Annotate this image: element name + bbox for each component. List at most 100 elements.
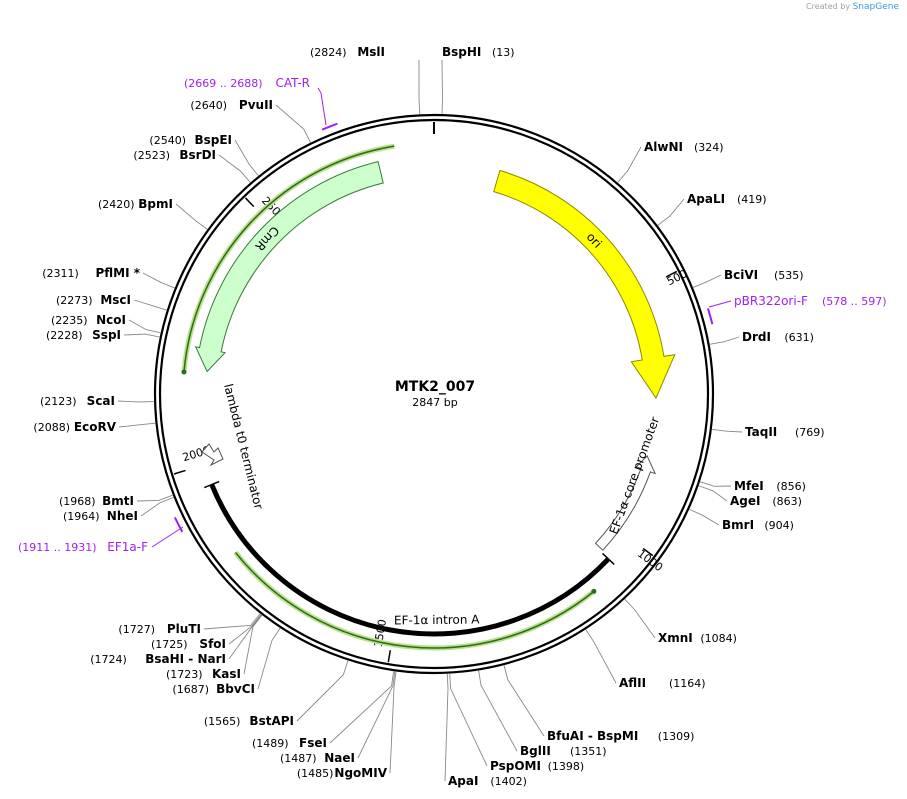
- site-fsei[interactable]: FseI(1489): [252, 671, 395, 750]
- site-naei[interactable]: NaeI(1487): [280, 671, 396, 765]
- site-pflmi-[interactable]: PflMI * (2311): [42, 266, 175, 289]
- site-name: NheI: [107, 509, 138, 523]
- primer-leader: [317, 87, 327, 126]
- site-position: (1398): [548, 760, 585, 773]
- site-bcivi[interactable]: BciVI(535): [692, 268, 804, 288]
- site-bmti[interactable]: BmtI(1968): [59, 494, 174, 508]
- site-sfoi[interactable]: SfoI(1725): [151, 613, 262, 651]
- primer-name: CAT-R: [275, 76, 310, 90]
- site-position: (1164): [669, 677, 706, 690]
- site-leader: [698, 485, 728, 502]
- site-leader: [709, 336, 740, 345]
- site-bfuai-bspmi[interactable]: BfuAI - BspMI (1309): [503, 664, 695, 743]
- site-position: (2235): [51, 314, 88, 327]
- site-name: SfoI: [199, 637, 226, 651]
- site-agei[interactable]: AgeI(863): [698, 485, 802, 508]
- site-leader: [234, 139, 259, 177]
- site-name: PluTI: [167, 622, 201, 636]
- site-position: (2640): [190, 99, 227, 112]
- site-kasi[interactable]: KasI(1723): [166, 614, 263, 681]
- site-position: (2311): [42, 267, 79, 280]
- site-name: NaeI: [324, 751, 355, 765]
- site-xmni[interactable]: XmnI(1084): [624, 598, 737, 645]
- site-position: (324): [694, 141, 724, 154]
- site-position: (1723): [166, 668, 203, 681]
- primer-ef1a-f[interactable]: EF1a-F(1911 .. 1931): [18, 516, 184, 554]
- site-name: MscI: [100, 293, 131, 307]
- site-bsrdi[interactable]: BsrDI(2523): [133, 148, 251, 183]
- site-name: BsrDI: [179, 148, 216, 162]
- site-name: PflMI *: [95, 266, 140, 280]
- site-name: SspI: [92, 328, 121, 342]
- ori-arrow[interactable]: [493, 169, 676, 400]
- primer-leader: [708, 300, 732, 308]
- site-name: BpmI: [138, 197, 173, 211]
- cmr-orf-arrowhead: [181, 369, 187, 375]
- site-leader: [133, 299, 167, 311]
- site-apai[interactable]: ApaI(1402): [444, 673, 527, 788]
- site-leader: [692, 274, 722, 288]
- feature-terminator[interactable]: lambda t0 terminator: [201, 382, 266, 511]
- site-ecorv[interactable]: EcoRV(2088): [33, 420, 156, 434]
- primer-cat-r[interactable]: CAT-R(2669 .. 2688): [184, 76, 338, 131]
- site-leader: [203, 613, 261, 630]
- site-position: (856): [776, 480, 806, 493]
- site-name: NgoMIV: [334, 766, 387, 780]
- primer-pbr322ori-f[interactable]: pBR322ori-F(578 .. 597): [706, 294, 887, 325]
- site-mfei[interactable]: MfeI (856): [699, 479, 806, 493]
- feature-promoter[interactable]: EF-1α core promoter: [594, 415, 662, 551]
- site-msci[interactable]: MscI (2273): [56, 293, 167, 311]
- site-position: (2273): [56, 294, 93, 307]
- site-name: MfeI: [734, 479, 764, 493]
- site-bstapi[interactable]: BstAPI(1565): [204, 660, 349, 728]
- tick-mark: [173, 469, 186, 475]
- plasmid-name: MTK2_007: [395, 379, 475, 395]
- site-position: (1309): [658, 730, 695, 743]
- cmr-arrow[interactable]: [194, 161, 384, 373]
- site-aflii[interactable]: AflII (1164): [585, 629, 706, 690]
- site-bsahi-nari[interactable]: BsaHI - NarI(1724): [90, 614, 262, 666]
- site-nhei[interactable]: NheI(1964): [63, 496, 174, 523]
- site-leader: [296, 660, 349, 722]
- site-scai[interactable]: ScaI(2123): [40, 394, 155, 408]
- site-sspi[interactable]: SspI(2228): [46, 328, 160, 342]
- site-pvuii[interactable]: PvuII(2640): [190, 98, 311, 143]
- promoter-label: EF-1α core promoter: [607, 415, 662, 536]
- site-ngomiv[interactable]: NgoMIV(1485): [297, 671, 397, 780]
- intron-start-cap: [602, 552, 615, 565]
- feature-ori[interactable]: ori: [493, 169, 676, 400]
- promoter-arrow[interactable]: [594, 455, 657, 551]
- site-pspomi[interactable]: PspOMI(1398): [449, 673, 585, 773]
- plasmid-length: 2847 bp: [412, 396, 457, 409]
- site-leader: [699, 481, 732, 487]
- site-leader: [228, 613, 262, 645]
- backbone-outer-strand: [153, 113, 715, 675]
- intron-orf-line: [234, 551, 595, 649]
- site-bmri[interactable]: BmrI(904): [688, 508, 794, 532]
- site-bbvci[interactable]: BbvCI(1687): [172, 627, 281, 696]
- intron-bar[interactable]: [209, 483, 611, 637]
- site-msli[interactable]: MslI(2824): [310, 45, 421, 115]
- site-leader: [624, 598, 656, 639]
- site-position: (1351): [570, 745, 607, 758]
- site-bpmi[interactable]: BpmI(2420): [98, 197, 208, 230]
- site-bglii[interactable]: BglII(1351): [478, 670, 607, 758]
- site-alwni[interactable]: AlwNI(324): [617, 140, 724, 183]
- site-bsphi[interactable]: BspHI(13): [441, 45, 515, 115]
- site-ncoi[interactable]: NcoI(2235): [51, 313, 161, 334]
- site-taqii[interactable]: TaqII(769): [711, 425, 825, 439]
- feature-intron[interactable]: EF-1α intron A: [204, 480, 615, 651]
- site-pluti[interactable]: PluTI(1727): [118, 613, 261, 636]
- primer-mark: [706, 308, 714, 325]
- site-name: AflII: [619, 676, 646, 690]
- terminator-arrow[interactable]: [201, 443, 224, 467]
- site-bspei[interactable]: BspEI(2540): [149, 133, 259, 177]
- tick-mark: [244, 197, 255, 208]
- site-apali[interactable]: ApaLI(419): [657, 192, 767, 226]
- site-name: BsaHI - NarI: [145, 652, 226, 666]
- site-name: BfuAI - BspMI: [547, 729, 638, 743]
- site-drdi[interactable]: DrdI(631): [709, 330, 814, 345]
- feature-cds[interactable]: CmR: [181, 143, 395, 375]
- site-name: BstAPI: [249, 714, 294, 728]
